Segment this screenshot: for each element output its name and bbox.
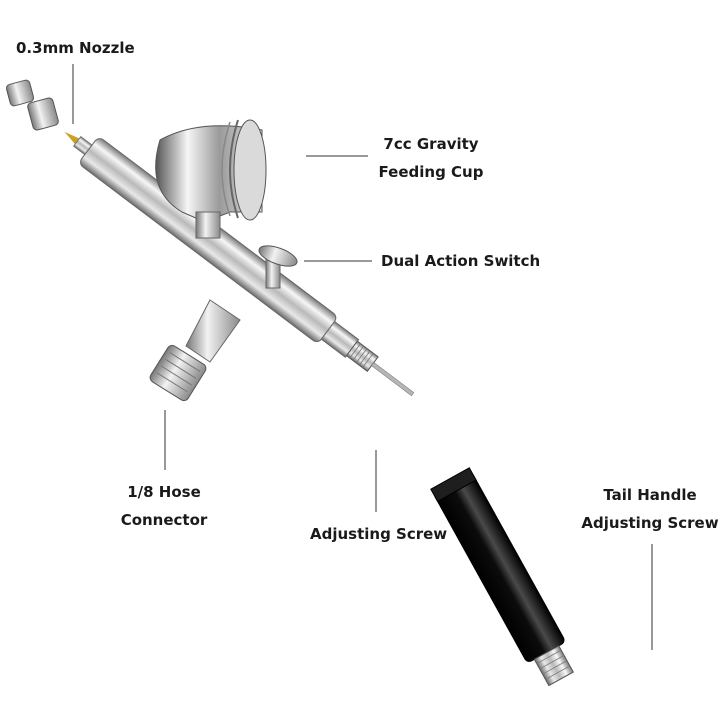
label-tail-handle: Tail Handle Adjusting Screw [581, 486, 719, 532]
airbrush-body [64, 131, 415, 397]
dual-action-switch-part [258, 245, 298, 289]
label-nozzle: 0.3mm Nozzle [16, 39, 135, 57]
gravity-cup [155, 119, 267, 239]
label-dual-action-switch: Dual Action Switch [381, 252, 541, 270]
leader-lines [72, 64, 653, 650]
label-hose-connector: 1/8 Hose Connector [120, 483, 208, 529]
nozzle-cap-parts [5, 79, 59, 131]
label-adjusting-screw: Adjusting Screw [310, 525, 448, 543]
label-gravity-cup: 7cc Gravity Feeding Cup [378, 135, 484, 181]
hose-connector-part [149, 299, 241, 402]
tail-handle-part [430, 467, 575, 687]
